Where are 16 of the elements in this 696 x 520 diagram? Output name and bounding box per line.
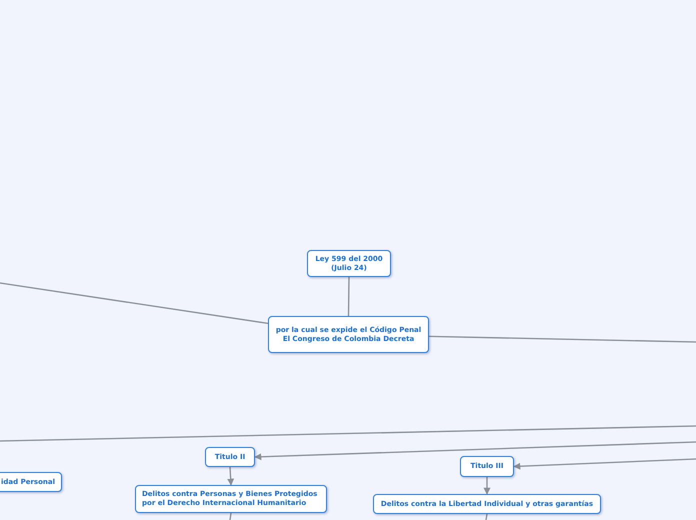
topic-box bbox=[135, 485, 327, 513]
arrow bbox=[254, 441, 696, 460]
topic-box bbox=[0, 472, 62, 492]
topic-box bbox=[268, 316, 429, 353]
arrow bbox=[227, 466, 234, 486]
connector-line bbox=[485, 514, 488, 520]
connector-line bbox=[0, 282, 268, 324]
topic-box bbox=[307, 250, 391, 277]
arrow bbox=[484, 477, 490, 495]
connector-line bbox=[348, 277, 350, 316]
arrow bbox=[513, 458, 696, 470]
connector-line bbox=[229, 512, 232, 520]
topic-box bbox=[373, 494, 601, 514]
topic-box bbox=[205, 447, 255, 467]
connector-line bbox=[428, 336, 696, 343]
topic-box bbox=[460, 456, 514, 477]
